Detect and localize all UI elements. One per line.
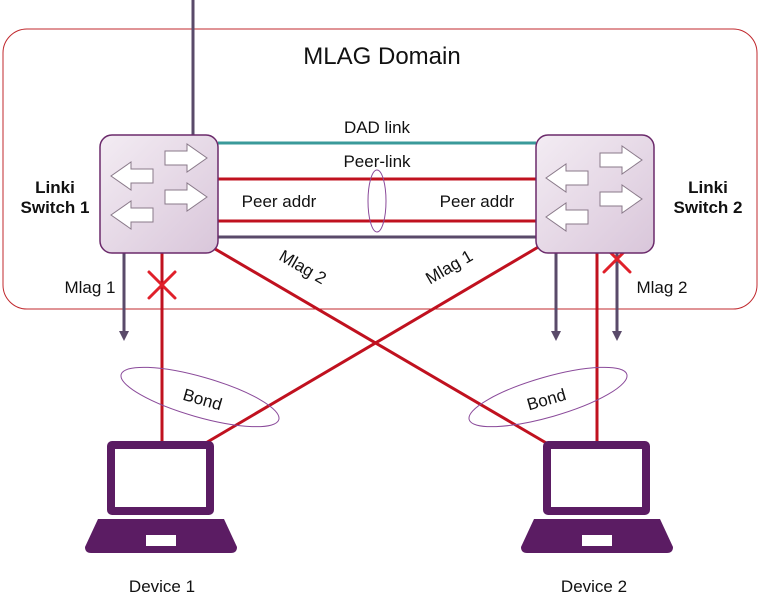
peer-link-label: Peer-link [343, 152, 411, 171]
switch-2 [535, 134, 655, 254]
mlag1-left-label: Mlag 1 [64, 278, 115, 297]
dad-link-label: DAD link [344, 118, 411, 137]
bond-right-ellipse [468, 366, 628, 428]
mlag-domain-box [2, 28, 758, 310]
device-2-label: Device 2 [561, 577, 627, 596]
bond-left-ellipse [120, 366, 280, 428]
laptop-icon [85, 441, 237, 553]
mlag1-right-label: Mlag 1 [422, 246, 476, 288]
device-1-label: Device 1 [129, 577, 195, 596]
switch-2-label-line2: Switch 2 [674, 198, 743, 217]
switch-arrows-icon [545, 145, 643, 232]
x-mark-icon [147, 270, 177, 300]
domain-title: MLAG Domain [303, 43, 460, 70]
bond-left-label: Bond [181, 385, 224, 414]
peer-addr-left-label: Peer addr [242, 192, 317, 211]
switch-1-label-line1: Linki [35, 178, 75, 197]
bond-right-label: Bond [525, 385, 568, 414]
left-switch-to-device2-link [209, 244, 549, 446]
right-switch-to-device1-link [203, 244, 541, 446]
mlag2-right-label: Mlag 2 [636, 278, 687, 297]
switch-1-label-line2: Switch 1 [21, 198, 90, 217]
switch-1 [99, 134, 219, 254]
peer-link-bundle-ellipse [367, 169, 387, 233]
laptop-icon [521, 441, 673, 553]
switch-2-label-line1: Linki [688, 178, 728, 197]
mlag2-left-label: Mlag 2 [276, 246, 330, 288]
peer-addr-right-label: Peer addr [440, 192, 515, 211]
switch-arrows-icon [110, 143, 208, 230]
